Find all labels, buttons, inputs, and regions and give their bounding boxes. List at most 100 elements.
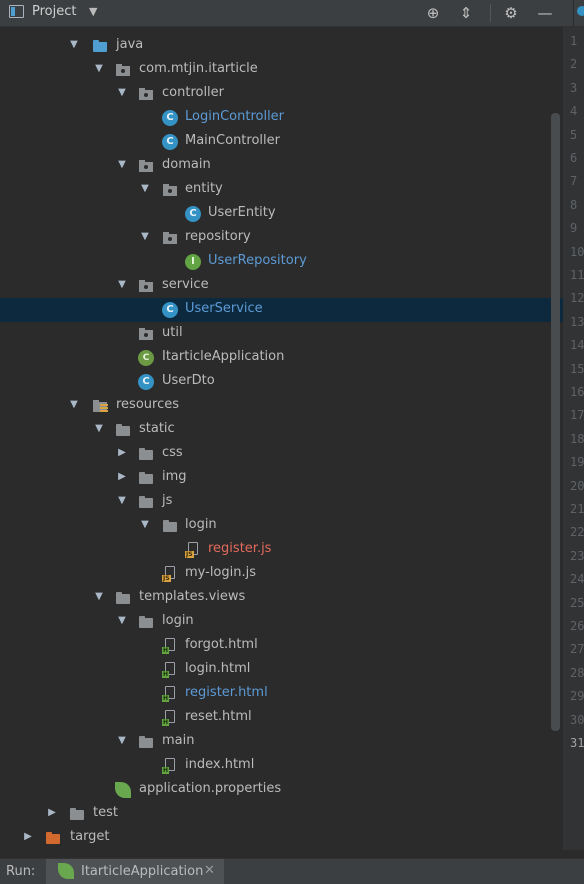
class-icon: C bbox=[138, 374, 154, 390]
tree-row[interactable]: ▼ com.mtjin.itarticle bbox=[0, 58, 563, 82]
tree-row[interactable]: ▶test bbox=[0, 802, 563, 826]
expand-arrow-icon[interactable]: ▼ bbox=[118, 735, 126, 746]
tree-row[interactable]: ▼ js bbox=[0, 490, 563, 514]
expand-arrow-icon[interactable]: ▼ bbox=[118, 495, 126, 506]
folder-icon bbox=[69, 806, 85, 822]
tree-row-label: login.html bbox=[185, 661, 251, 676]
expand-arrow-icon[interactable]: ▼ bbox=[118, 615, 126, 626]
line-number: 18 bbox=[570, 431, 584, 446]
toolbar-divider bbox=[490, 4, 491, 22]
tree-row[interactable]: application.properties bbox=[0, 778, 563, 802]
tree-row[interactable]: I UserRepository bbox=[0, 250, 563, 274]
chevron-down-icon[interactable]: ▼ bbox=[89, 5, 98, 18]
package-icon bbox=[138, 86, 154, 102]
expand-arrow-icon[interactable]: ▼ bbox=[141, 183, 149, 194]
tree-row-label: index.html bbox=[185, 757, 255, 772]
tree-row-label: controller bbox=[162, 85, 225, 100]
gear-icon[interactable]: ⚙ bbox=[504, 4, 518, 22]
tree-row[interactable]: ▼templates.views bbox=[0, 586, 563, 610]
line-number: 21 bbox=[570, 502, 584, 516]
collapse-arrow-icon[interactable]: ▶ bbox=[118, 471, 126, 482]
expand-arrow-icon[interactable]: ▼ bbox=[118, 87, 126, 98]
tree-row-label: register.html bbox=[185, 685, 268, 700]
close-icon[interactable]: ✕ bbox=[204, 863, 215, 878]
tree-row[interactable]: ▼ main bbox=[0, 730, 563, 754]
tree-row[interactable]: ▶img bbox=[0, 466, 563, 490]
interface-icon: I bbox=[185, 254, 201, 270]
line-number: 11 bbox=[570, 268, 584, 282]
expand-arrow-icon[interactable]: ▼ bbox=[141, 519, 149, 530]
tree-row[interactable]: ▼login bbox=[0, 610, 563, 634]
package-icon bbox=[162, 230, 178, 246]
expand-arrow-icon[interactable]: ▼ bbox=[95, 591, 103, 602]
js-file-icon: JS bbox=[185, 542, 201, 558]
tree-row-label: main bbox=[162, 733, 195, 748]
hide-panel-icon[interactable]: — bbox=[537, 4, 553, 22]
line-number: 16 bbox=[570, 385, 584, 399]
expand-arrow-icon[interactable]: ▼ bbox=[95, 423, 103, 434]
tree-row-label: css bbox=[162, 445, 183, 460]
tree-row-label: util bbox=[162, 325, 183, 340]
excluded-folder-icon bbox=[45, 830, 61, 846]
line-number: 4 bbox=[570, 104, 578, 119]
line-number: 29 bbox=[570, 689, 584, 704]
tree-row[interactable]: ▼repository bbox=[0, 226, 563, 250]
tree-row-label: UserRepository bbox=[208, 253, 307, 268]
line-number: 24 bbox=[570, 572, 584, 587]
tree-row[interactable]: ▼entity bbox=[0, 178, 563, 202]
project-window-icon bbox=[9, 5, 24, 18]
collapse-arrow-icon[interactable]: ▶ bbox=[118, 447, 126, 458]
expand-arrow-icon[interactable]: ▼ bbox=[141, 231, 149, 242]
run-tab[interactable]: ItarticleApplication ✕ bbox=[46, 859, 224, 884]
package-icon bbox=[115, 62, 131, 78]
tree-row[interactable]: ▼ java bbox=[0, 34, 563, 58]
tree-row-label: service bbox=[162, 277, 209, 292]
tree-row[interactable]: ▼ service bbox=[0, 274, 563, 298]
expand-arrow-icon[interactable]: ▼ bbox=[70, 399, 78, 410]
tree-row[interactable]: ▶target bbox=[0, 826, 563, 850]
tree-row[interactable]: ▼resources bbox=[0, 394, 563, 418]
html-file-icon: H bbox=[162, 758, 178, 774]
tree-row[interactable]: ▼ login bbox=[0, 514, 563, 538]
tree-row-label: com.mtjin.itarticle bbox=[139, 61, 258, 76]
tree-scrollbar[interactable] bbox=[551, 113, 560, 731]
tree-row-label: java bbox=[116, 37, 144, 52]
tree-row[interactable]: ▼ controller bbox=[0, 82, 563, 106]
expand-arrow-icon[interactable]: ▼ bbox=[70, 39, 78, 50]
line-number: 30 bbox=[570, 712, 584, 727]
tree-row-label: js bbox=[162, 493, 173, 508]
line-number: 22 bbox=[570, 525, 584, 540]
expand-arrow-icon[interactable]: ▼ bbox=[118, 159, 126, 170]
tree-row[interactable]: ▼domain bbox=[0, 154, 563, 178]
collapse-arrow-icon[interactable]: ▶ bbox=[24, 831, 32, 842]
line-number: 15 bbox=[570, 361, 584, 376]
tree-row[interactable]: util bbox=[0, 322, 563, 346]
tree-row[interactable]: ▶ css bbox=[0, 442, 563, 466]
locate-file-icon[interactable]: ⊕ bbox=[426, 4, 440, 22]
collapse-all-icon[interactable]: ⇕ bbox=[459, 4, 473, 22]
expand-arrow-icon[interactable]: ▼ bbox=[118, 279, 126, 290]
expand-arrow-icon[interactable]: ▼ bbox=[95, 63, 103, 74]
class-icon: C bbox=[185, 206, 201, 222]
collapse-arrow-icon[interactable]: ▶ bbox=[48, 807, 56, 818]
editor-tab[interactable] bbox=[573, 0, 584, 26]
line-number: 10 bbox=[570, 244, 584, 259]
tree-row[interactable]: ▼static bbox=[0, 418, 563, 442]
tree-row-label: login bbox=[185, 517, 217, 532]
project-view-title[interactable]: Project bbox=[32, 4, 77, 19]
js-file-icon: JS bbox=[162, 566, 178, 582]
